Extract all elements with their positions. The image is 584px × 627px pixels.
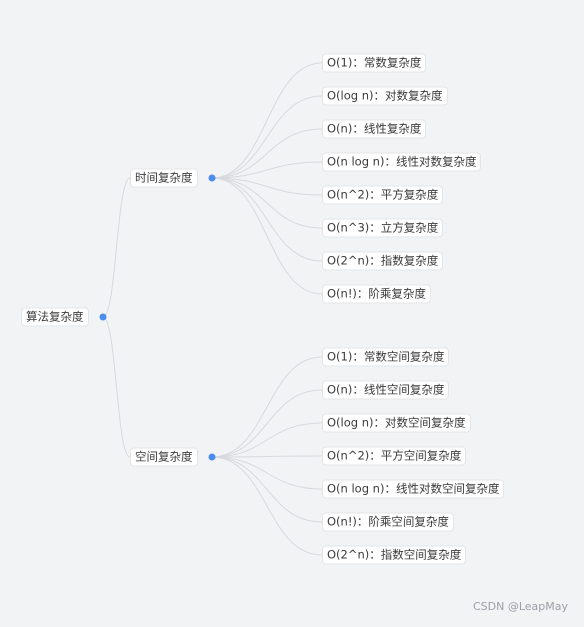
leaf-node-0-3[interactable]: O(n log n)：线性对数复杂度	[322, 152, 482, 172]
leaf-node-0-5[interactable]: O(n^3)：立方复杂度	[322, 218, 444, 238]
edge-branch-0-leaf-3	[211, 161, 323, 179]
edge-branch-1-leaf-4	[211, 456, 323, 490]
leaf-node-1-4[interactable]: O(n log n)：线性对数空间复杂度	[322, 479, 505, 499]
root-node[interactable]: 算法复杂度	[21, 307, 89, 327]
leaf-node-1-3[interactable]: O(n^2)：平方空间复杂度	[322, 446, 467, 466]
edge-root-branch-1	[102, 316, 131, 458]
leaf-node-1-5[interactable]: O(n!)：阶乘空间复杂度	[322, 512, 454, 532]
leaf-node-0-0[interactable]: O(1)：常数复杂度	[322, 53, 427, 73]
edge-branch-0-leaf-5	[211, 177, 323, 229]
leaf-node-1-1[interactable]: O(n)：线性空间复杂度	[322, 380, 450, 400]
leaf-node-0-7[interactable]: O(n!)：阶乘复杂度	[322, 284, 431, 304]
leaf-node-0-2[interactable]: O(n)：线性复杂度	[322, 119, 427, 139]
edge-branch-0-leaf-0	[211, 62, 323, 179]
edge-branch-1-leaf-0	[211, 356, 323, 458]
edge-branch-0-leaf-4	[211, 177, 323, 196]
edge-branch-0-leaf-2	[211, 128, 323, 179]
branch-node-0[interactable]: 时间复杂度	[130, 168, 198, 188]
edge-branch-1-leaf-3	[211, 455, 323, 458]
leaf-node-0-1[interactable]: O(log n)：对数复杂度	[322, 86, 448, 106]
branch-collapse-dot-0[interactable]	[208, 174, 216, 182]
leaf-node-1-0[interactable]: O(1)：常数空间复杂度	[322, 347, 450, 367]
edge-branch-1-leaf-5	[211, 456, 323, 523]
edge-branch-1-leaf-2	[211, 422, 323, 458]
leaf-node-0-4[interactable]: O(n^2)：平方复杂度	[322, 185, 444, 205]
leaf-node-1-6[interactable]: O(2^n)：指数空间复杂度	[322, 545, 467, 565]
leaf-node-0-6[interactable]: O(2^n)：指数复杂度	[322, 251, 444, 271]
edge-branch-0-leaf-6	[211, 177, 323, 262]
edge-branch-1-leaf-1	[211, 389, 323, 458]
branch-node-1[interactable]: 空间复杂度	[130, 447, 198, 467]
leaf-node-1-2[interactable]: O(log n)：对数空间复杂度	[322, 413, 471, 433]
edge-root-branch-0	[102, 177, 131, 318]
edge-branch-0-leaf-1	[211, 95, 323, 179]
watermark: CSDN @LeapMay	[472, 600, 568, 613]
branch-collapse-dot-1[interactable]	[208, 453, 216, 461]
root-collapse-dot[interactable]	[99, 313, 107, 321]
edge-branch-0-leaf-7	[211, 177, 323, 295]
edge-branch-1-leaf-6	[211, 456, 323, 556]
